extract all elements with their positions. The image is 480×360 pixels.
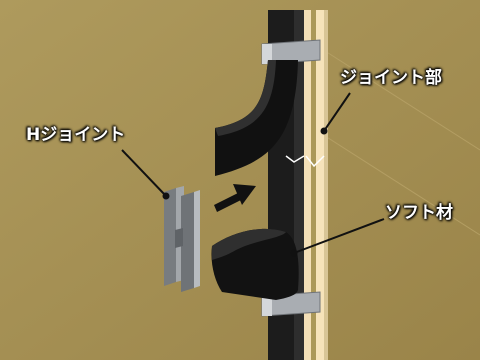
arrow-icon bbox=[214, 184, 256, 212]
leader-dot bbox=[320, 127, 328, 135]
metal-clip-top bbox=[261, 39, 321, 65]
label-soft-material: ソフト材 bbox=[385, 203, 453, 223]
surface-line bbox=[299, 119, 480, 236]
label-h-joint: Hジョイント bbox=[26, 125, 126, 145]
surface-line bbox=[299, 34, 480, 151]
soft-material-lower bbox=[211, 228, 299, 300]
joint-cream-edge bbox=[324, 10, 328, 360]
leader-line-soft-material bbox=[293, 218, 385, 254]
label-joint-part: ジョイント部 bbox=[340, 68, 442, 88]
joint-mark bbox=[305, 155, 325, 168]
soft-material-upper bbox=[215, 60, 298, 176]
profile-strip-shade bbox=[294, 10, 304, 360]
leader-line-h-joint bbox=[121, 149, 167, 197]
leader-dot bbox=[162, 192, 170, 200]
joint-mark bbox=[285, 155, 305, 163]
leader-dot bbox=[290, 249, 298, 257]
joint-cream-strip-1 bbox=[304, 10, 311, 360]
joint-gap bbox=[311, 10, 316, 360]
joint-cream-strip-2 bbox=[316, 10, 324, 360]
leader-line-joint-part bbox=[323, 92, 351, 132]
h-joint-part bbox=[164, 186, 200, 292]
